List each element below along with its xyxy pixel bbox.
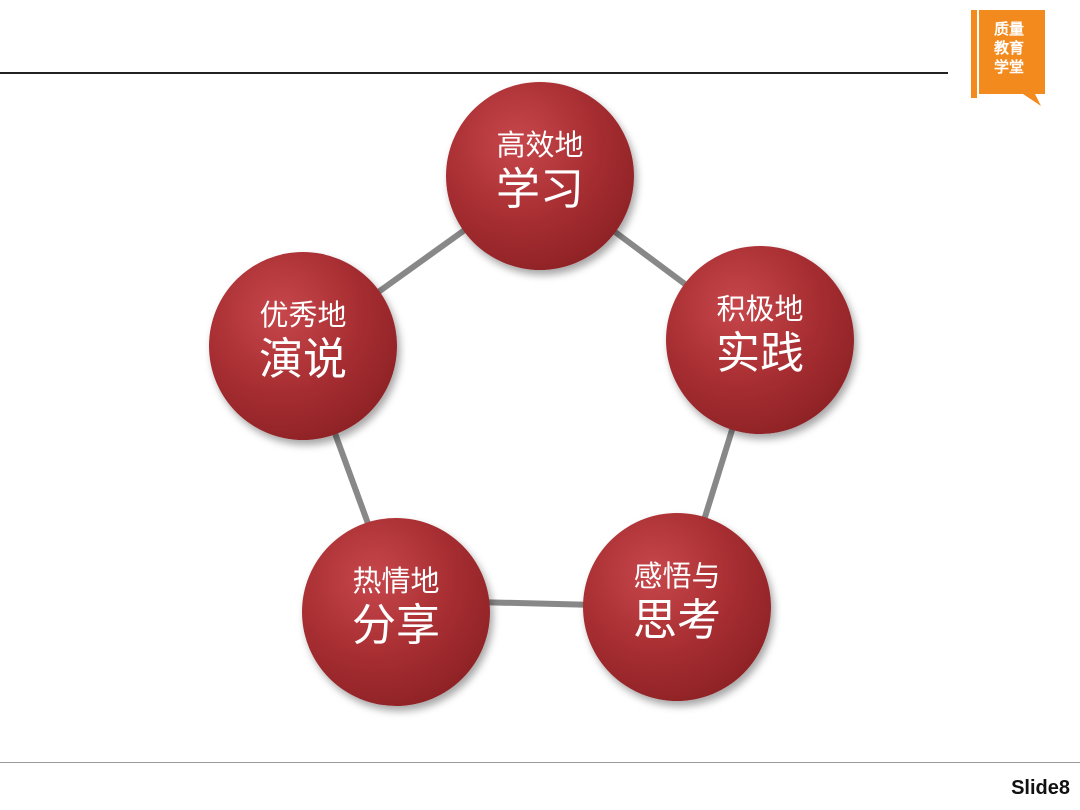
header-divider	[0, 72, 948, 74]
node-speech-label-big: 演说	[259, 334, 347, 385]
node-practice-label-big: 实践	[716, 328, 804, 379]
node-study-label-small: 高效地	[496, 128, 584, 162]
node-speech-label-small: 优秀地	[259, 298, 347, 332]
logo-text: 质量 教育 学堂	[981, 20, 1037, 77]
slide-number: Slide8	[1011, 777, 1070, 799]
node-reflect: 感悟与 思考	[583, 513, 771, 701]
logo-badge-icon	[971, 10, 1045, 106]
node-share-label-small: 热情地	[352, 564, 440, 598]
node-practice-label-small: 积极地	[716, 292, 804, 326]
node-reflect-label-big: 思考	[633, 595, 721, 646]
logo: 质量 教育 学堂	[971, 10, 1053, 108]
footer-divider	[0, 762, 1080, 763]
node-share: 热情地 分享	[302, 518, 490, 706]
node-share-label-big: 分享	[352, 600, 440, 651]
node-practice: 积极地 实践	[666, 246, 854, 434]
logo-line-3: 学堂	[993, 58, 1024, 76]
node-speech: 优秀地 演说	[209, 252, 397, 440]
logo-line-1: 质量	[993, 20, 1024, 38]
node-study: 高效地 学习	[446, 82, 634, 270]
node-reflect-label-small: 感悟与	[633, 559, 721, 593]
logo-line-2: 教育	[993, 39, 1024, 57]
node-study-label-big: 学习	[496, 164, 584, 215]
